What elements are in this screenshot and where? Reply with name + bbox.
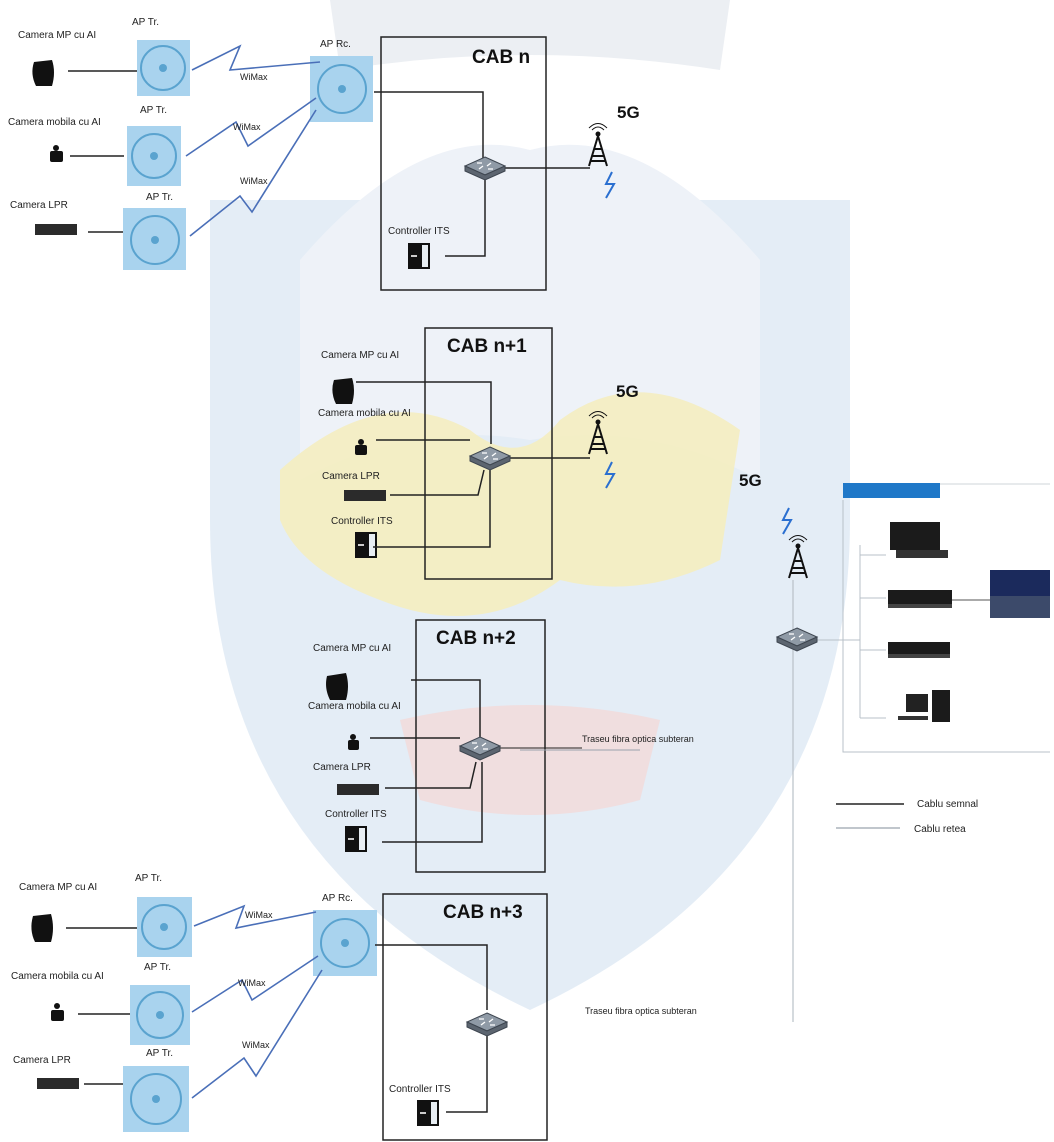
ap-tr-icon (123, 208, 186, 270)
ap-tr-icon (127, 126, 181, 186)
cabinet-box (382, 893, 548, 1141)
camera-lpr-icon (337, 784, 379, 795)
fibra-route-label: Traseu fibra optica subteran (582, 734, 694, 744)
cabinet-title: CAB n+1 (447, 336, 527, 357)
controller-icon (345, 826, 367, 852)
controller-icon (355, 532, 377, 558)
cab-n-group: Camera MP cu AI AP Tr. Camera mobila cu … (8, 17, 640, 291)
label-5g: 5G (616, 382, 639, 401)
camera-mp-icon (332, 378, 354, 404)
ap-tr-icon (137, 897, 192, 957)
switch-icon (466, 1012, 508, 1037)
ap-tr-label: AP Tr. (144, 962, 171, 973)
background-crest (210, 0, 850, 1010)
wimax-label: WiMax (233, 122, 261, 132)
ap-tr-label: AP Tr. (132, 17, 159, 28)
controller-icon (408, 243, 430, 269)
camera-mp-icon (32, 60, 54, 86)
camera-lpr-icon (344, 490, 386, 501)
fibra-route-label: Traseu fibra optica subteran (585, 1006, 697, 1016)
wimax-label: WiMax (240, 176, 268, 186)
camera-mobila-label: Camera mobila cu AI (318, 408, 411, 419)
controller-label: Controller ITS (325, 809, 387, 820)
camera-lpr-label: Camera LPR (10, 200, 68, 211)
cabinet-box (424, 327, 553, 580)
controller-label: Controller ITS (331, 516, 393, 527)
ap-tr-label: AP Tr. (140, 105, 167, 116)
cab-n2-group: CAB n+2 Camera MP cu AI Camera mobila cu… (308, 619, 694, 873)
legend-retea-label: Cablu retea (914, 824, 966, 835)
cab-n3-group: Camera MP cu AI AP Tr. Camera mobila cu … (11, 873, 697, 1141)
storage-server-icon (888, 590, 952, 608)
control-center-group: 5G Cablu s (739, 471, 1050, 1022)
workstation-icon (898, 690, 950, 722)
server-rack-bar (843, 483, 940, 498)
camera-mobila-label: Camera mobila cu AI (308, 701, 401, 712)
controller-icon (417, 1100, 439, 1126)
camera-mobila-label: Camera mobila cu AI (11, 971, 104, 982)
camera-mp-label: Camera MP cu AI (321, 350, 399, 361)
ap-tr-label: AP Tr. (135, 873, 162, 884)
controller-label: Controller ITS (389, 1084, 451, 1095)
camera-lpr-icon (37, 1078, 79, 1089)
camera-mp-icon (31, 914, 53, 942)
wimax-label: WiMax (245, 910, 273, 920)
camera-mobile-icon (348, 734, 359, 750)
camera-mp-label: Camera MP cu AI (19, 882, 97, 893)
camera-lpr-icon (35, 224, 77, 235)
ap-rc-icon (310, 56, 373, 122)
camera-mobile-icon (51, 1003, 64, 1021)
camera-lpr-label: Camera LPR (322, 471, 380, 482)
camera-mobile-icon (50, 145, 63, 162)
cabinet-title: CAB n (472, 47, 530, 68)
ap-rc-icon (313, 910, 377, 976)
wimax-links (191, 904, 323, 1099)
network-appliance-icon (888, 642, 950, 658)
wimax-label: WiMax (238, 978, 266, 988)
cabinet-box (415, 619, 546, 873)
cabinet-title: CAB n+3 (443, 902, 523, 923)
camera-mp-label: Camera MP cu AI (18, 30, 96, 41)
legend-semnal-label: Cablu semnal (917, 799, 978, 810)
camera-mobila-label: Camera mobila cu AI (8, 117, 101, 128)
wimax-label: WiMax (240, 72, 268, 82)
camera-mobile-icon (355, 439, 367, 455)
ap-tr-icon (130, 985, 190, 1045)
ap-rc-label: AP Rc. (322, 893, 353, 904)
controller-label: Controller ITS (388, 226, 450, 237)
cabinet-box (380, 36, 547, 291)
cab-n1-group: CAB n+1 Camera MP cu AI Camera mobila cu… (318, 327, 639, 580)
ap-tr-label: AP Tr. (146, 1048, 173, 1059)
camera-mp-icon (326, 673, 348, 700)
cabinet-title: CAB n+2 (436, 628, 516, 649)
management-server-icon (890, 522, 948, 558)
display-wall-icon (990, 570, 1050, 618)
label-5g: 5G (617, 103, 640, 122)
wimax-links (185, 44, 321, 237)
camera-mp-label: Camera MP cu AI (313, 643, 391, 654)
ap-tr-icon (137, 40, 190, 96)
camera-lpr-label: Camera LPR (13, 1055, 71, 1066)
ap-tr-icon (123, 1066, 189, 1132)
label-5g: 5G (739, 471, 762, 490)
ap-tr-label: AP Tr. (146, 192, 173, 203)
ap-rc-label: AP Rc. (320, 39, 351, 50)
camera-lpr-label: Camera LPR (313, 762, 371, 773)
wimax-label: WiMax (242, 1040, 270, 1050)
